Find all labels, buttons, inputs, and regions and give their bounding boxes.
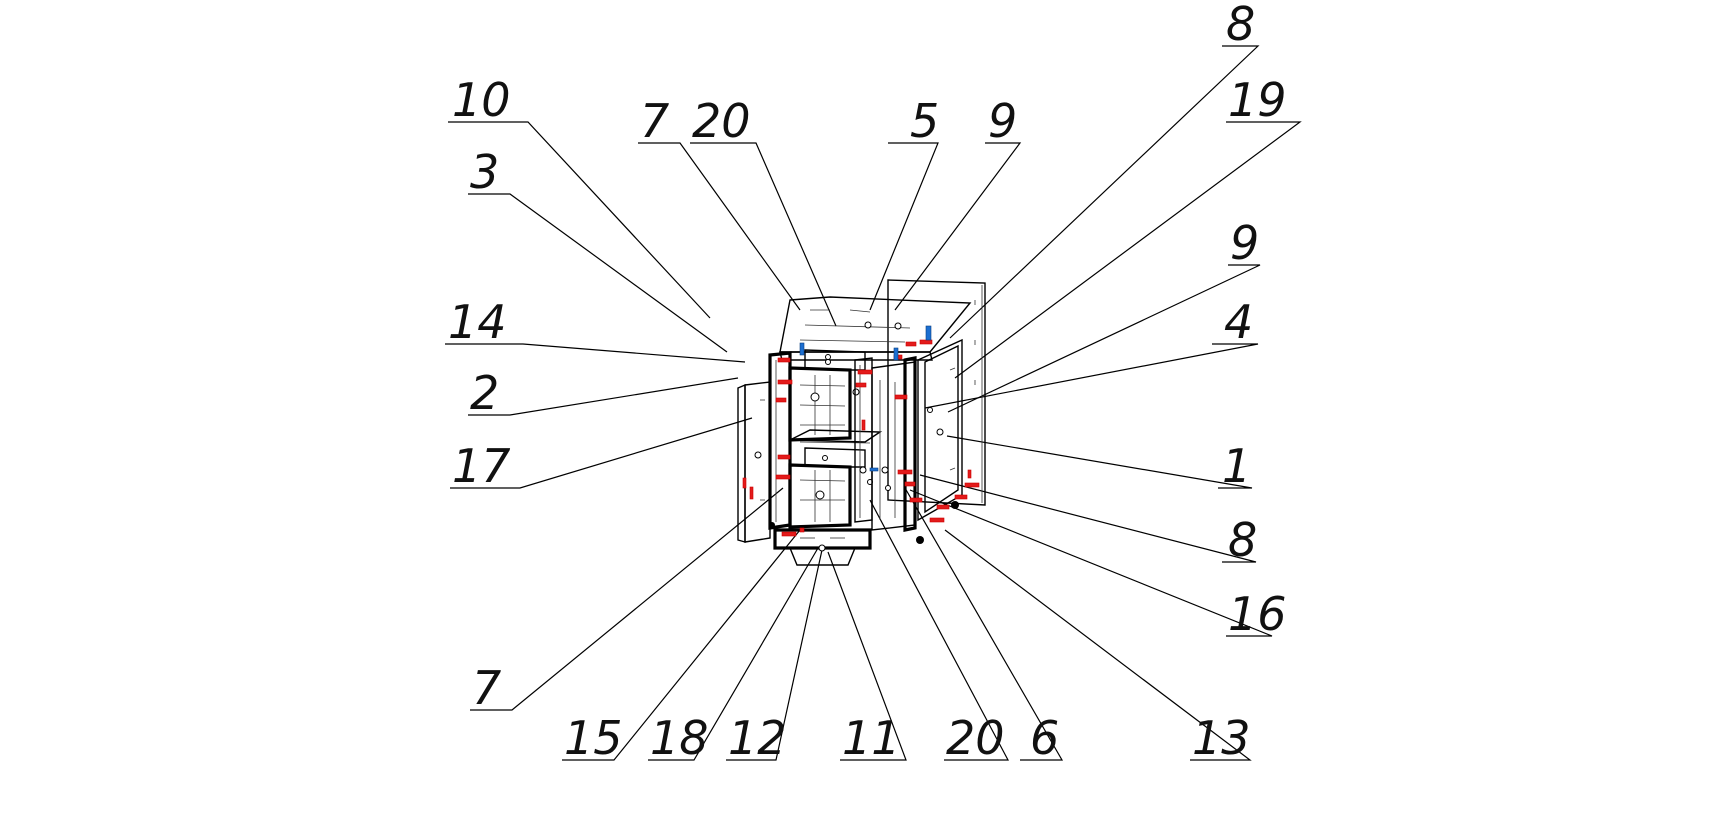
red-fastener bbox=[777, 357, 791, 363]
middle-shelf bbox=[789, 429, 883, 444]
leader-8a bbox=[949, 45, 1260, 339]
callout-18: 18 bbox=[650, 711, 709, 765]
blue-dowel bbox=[893, 347, 899, 361]
callout-4: 4 bbox=[1224, 295, 1253, 349]
callout-8-right: 8 bbox=[1228, 513, 1257, 567]
red-fastener bbox=[857, 369, 873, 375]
red-fastener bbox=[742, 477, 747, 489]
callout-20-bottom: 20 bbox=[946, 711, 1005, 765]
right-side-panel bbox=[871, 356, 917, 532]
callout-9-right: 9 bbox=[1230, 216, 1259, 270]
callout-16: 16 bbox=[1228, 587, 1287, 641]
callout-10: 10 bbox=[452, 73, 511, 127]
callout-8-top: 8 bbox=[1226, 0, 1255, 51]
red-fastener bbox=[909, 497, 923, 503]
leader-8b bbox=[919, 474, 1257, 563]
leader-3 bbox=[468, 193, 728, 353]
blue-dowel bbox=[799, 342, 805, 356]
callout-1: 1 bbox=[1222, 439, 1251, 493]
blue-dowel bbox=[869, 467, 879, 472]
adjustable-foot bbox=[951, 501, 959, 509]
callout-7-top: 7 bbox=[640, 94, 669, 148]
leader-20a bbox=[690, 142, 837, 327]
leader-14 bbox=[445, 343, 746, 363]
leader-2 bbox=[468, 377, 739, 416]
red-fastener bbox=[967, 469, 972, 479]
callout-2: 2 bbox=[470, 366, 499, 420]
upper-drawer bbox=[788, 349, 866, 442]
adjustable-foot bbox=[769, 522, 775, 528]
red-fastener bbox=[905, 341, 917, 347]
callout-13: 13 bbox=[1192, 711, 1251, 765]
top-panel bbox=[779, 296, 972, 361]
callout-6: 6 bbox=[1030, 711, 1059, 765]
red-fastener bbox=[919, 339, 933, 345]
fasteners bbox=[742, 325, 980, 537]
red-fastener bbox=[777, 379, 793, 385]
callout-14: 14 bbox=[448, 295, 507, 349]
callout-3: 3 bbox=[470, 145, 499, 199]
leader-13 bbox=[944, 529, 1252, 761]
callout-5: 5 bbox=[910, 94, 939, 148]
red-fastener bbox=[936, 504, 950, 510]
leader-1 bbox=[946, 435, 1253, 489]
red-fastener bbox=[929, 517, 945, 523]
leader-10 bbox=[448, 121, 711, 319]
callout-20-top: 20 bbox=[692, 94, 751, 148]
leader-9a bbox=[894, 142, 1022, 311]
leader-20b bbox=[869, 499, 1009, 761]
left-side-panel bbox=[768, 351, 792, 530]
leader-12 bbox=[726, 549, 823, 761]
leader-4 bbox=[924, 343, 1259, 409]
cabinet-drawing bbox=[737, 279, 986, 566]
leader-lines bbox=[445, 45, 1302, 761]
red-fastener bbox=[775, 474, 791, 480]
lower-drawer bbox=[788, 447, 866, 529]
red-fastener bbox=[781, 531, 797, 537]
left-door bbox=[737, 381, 771, 543]
red-fastener bbox=[897, 469, 913, 475]
red-fastener bbox=[904, 481, 916, 487]
red-fastener bbox=[954, 494, 968, 500]
plinth bbox=[773, 528, 872, 566]
red-fastener bbox=[855, 382, 867, 388]
red-fastener bbox=[964, 482, 980, 488]
callout-15: 15 bbox=[564, 711, 623, 765]
leader-17 bbox=[450, 417, 753, 489]
leader-18 bbox=[648, 547, 819, 761]
callout-17: 17 bbox=[452, 439, 511, 493]
back-panel bbox=[887, 279, 986, 506]
center-partition bbox=[854, 357, 873, 523]
callout-labels: 10 3 14 2 17 7 20 5 9 8 19 9 4 1 8 16 7 … bbox=[448, 0, 1287, 765]
leader-19 bbox=[954, 121, 1302, 379]
leader-6 bbox=[904, 487, 1064, 761]
blue-dowel bbox=[925, 325, 932, 341]
callout-9-top: 9 bbox=[988, 94, 1017, 148]
leader-9b bbox=[947, 264, 1261, 413]
leader-15 bbox=[562, 529, 801, 761]
leader-5 bbox=[869, 142, 939, 311]
red-fastener bbox=[894, 394, 908, 400]
leader-16 bbox=[909, 489, 1273, 637]
right-door bbox=[917, 338, 963, 522]
leader-7b bbox=[470, 487, 784, 711]
leader-7a bbox=[638, 142, 801, 311]
red-fastener bbox=[799, 527, 805, 533]
callout-11: 11 bbox=[842, 711, 901, 765]
callout-12: 12 bbox=[728, 711, 787, 765]
callout-19: 19 bbox=[1228, 73, 1287, 127]
red-fastener bbox=[775, 397, 787, 403]
red-fastener bbox=[749, 486, 754, 500]
red-fastener bbox=[861, 419, 866, 431]
red-fastener bbox=[777, 454, 791, 460]
leader-11 bbox=[827, 551, 907, 761]
callout-7-bottom: 7 bbox=[472, 661, 501, 715]
adjustable-foot bbox=[916, 536, 924, 544]
